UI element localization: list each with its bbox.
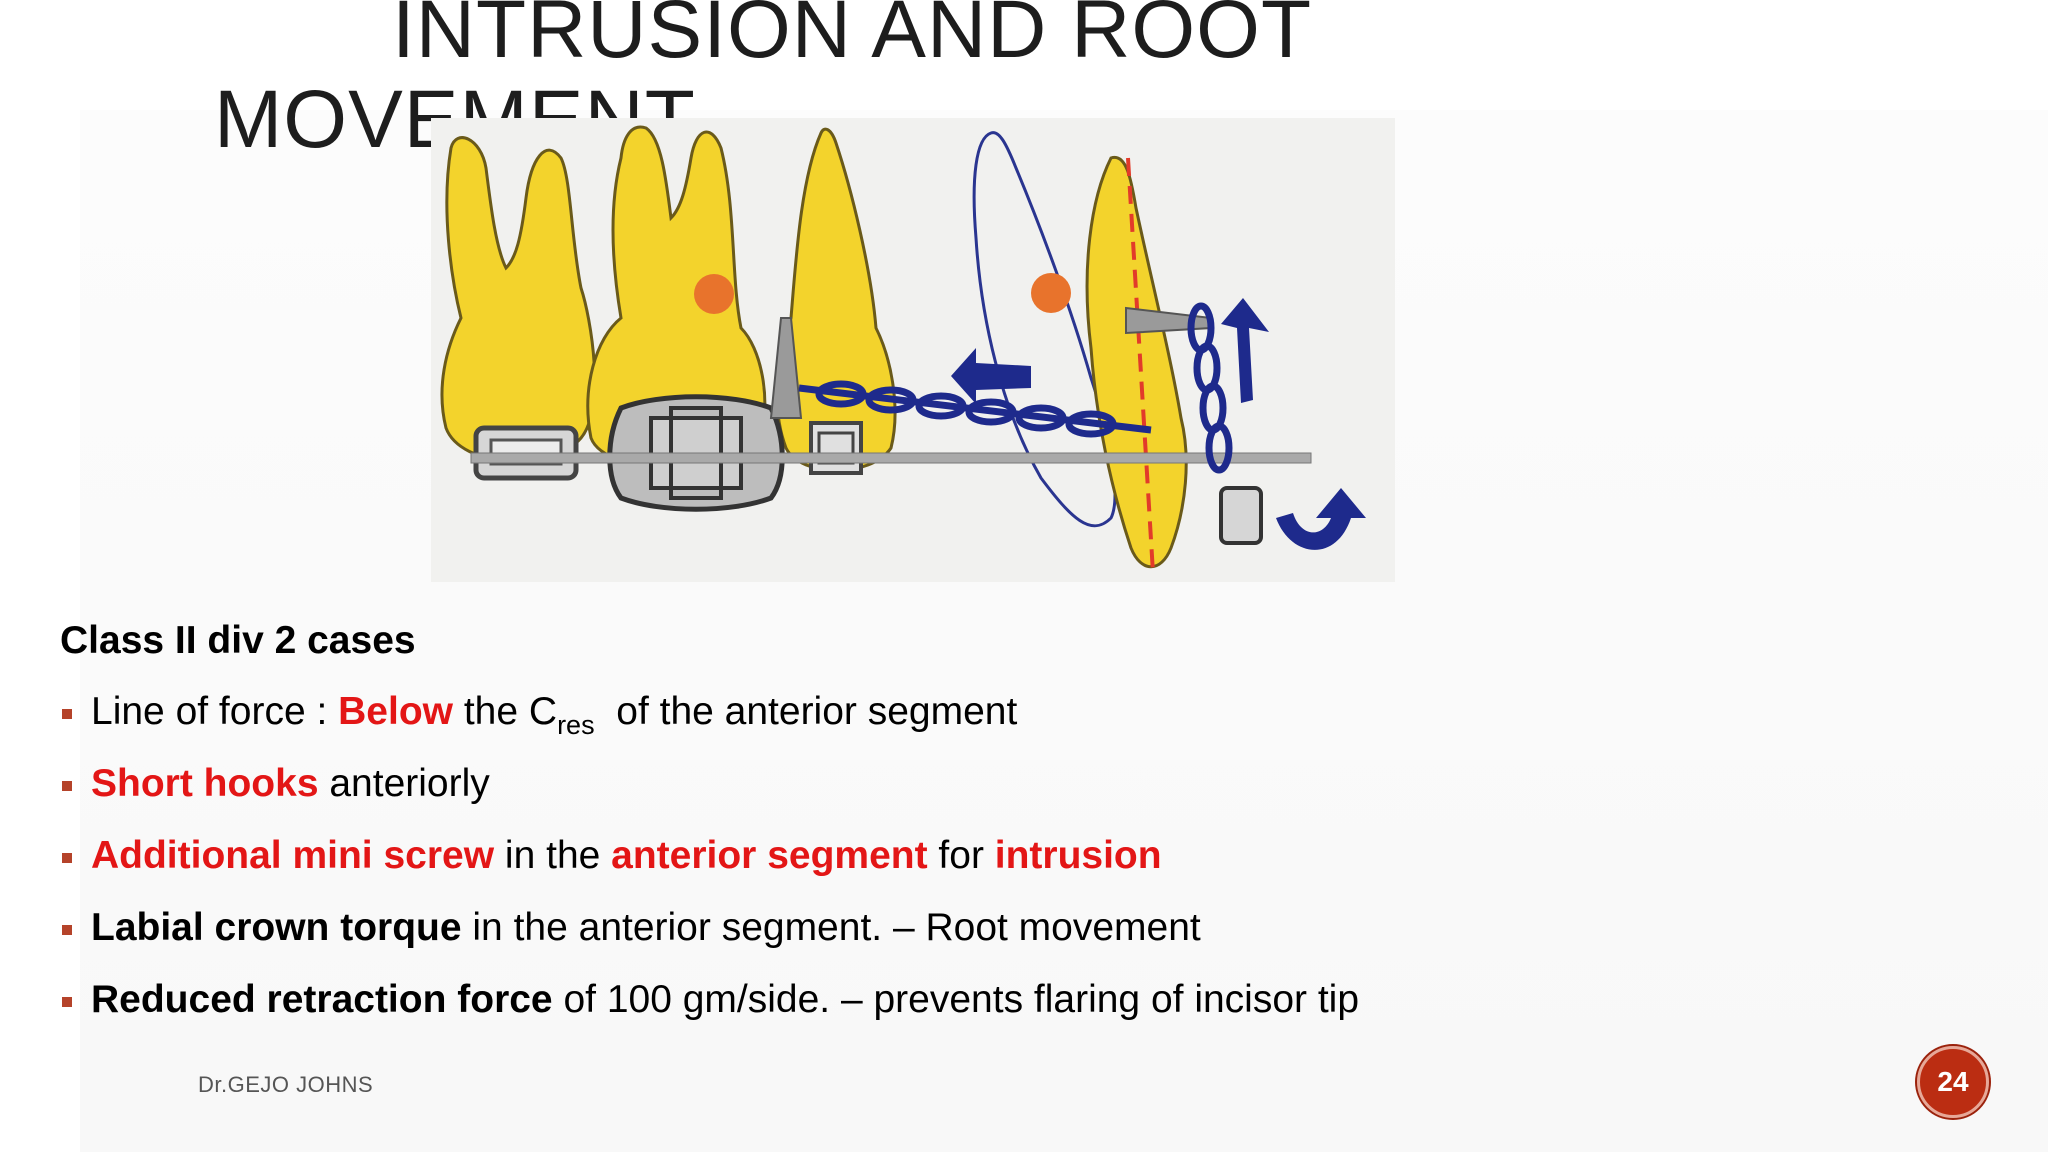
list-item: Additional mini screw in the anterior se… <box>60 828 1359 900</box>
bullet-text: Line of force : <box>91 690 339 733</box>
cres-dot-posterior <box>694 274 734 314</box>
highlight-text: intrusion <box>994 834 1162 877</box>
elastic-chain <box>798 302 1233 474</box>
mini-screw-posterior <box>769 317 803 419</box>
bullet-text: of the anterior segment <box>594 690 1018 733</box>
cres-dot-anterior <box>1031 273 1071 313</box>
bullet-text: for <box>927 834 995 877</box>
highlight-text: Below <box>338 690 453 733</box>
torque-arrow <box>1276 488 1366 550</box>
square-bullet-icon <box>62 853 72 863</box>
list-item: Line of force : Below the Cres of the an… <box>60 684 1359 756</box>
bullet-text: anteriorly <box>318 762 490 805</box>
molar-tooth <box>440 136 597 463</box>
subheading: Class II div 2 cases <box>60 619 416 662</box>
page-number-badge: 24 <box>1917 1046 1989 1118</box>
incisor-long-axis <box>1126 157 1155 574</box>
canine-tooth <box>775 127 897 472</box>
footer-author: Dr.GEJO JOHNS <box>198 1072 374 1097</box>
slide-title-line1: INTRUSION AND ROOT <box>392 0 1313 75</box>
incisor-bracket <box>1219 486 1263 545</box>
list-item: Labial crown torque in the anterior segm… <box>60 900 1359 972</box>
subscript-text: res <box>557 710 595 740</box>
list-item: Reduced retraction force of 100 gm/side.… <box>60 972 1359 1044</box>
square-bullet-icon <box>62 925 72 935</box>
bullet-text: in the <box>494 834 612 877</box>
highlight-text: Additional mini screw <box>91 834 495 877</box>
mini-screw-anterior <box>1125 306 1212 335</box>
bullet-text: the C <box>453 690 558 733</box>
retraction-arrow <box>951 348 1031 404</box>
bold-text: Labial crown torque <box>91 906 462 949</box>
list-item: Short hooks anteriorly <box>60 756 1359 828</box>
square-bullet-icon <box>62 781 72 791</box>
bullet-text: of 100 gm/side. – prevents flaring of in… <box>552 978 1360 1021</box>
archwire <box>470 452 1312 464</box>
square-bullet-icon <box>62 709 72 719</box>
incisor-outline <box>972 131 1117 528</box>
square-bullet-icon <box>62 997 72 1007</box>
premolar-tooth <box>586 125 767 470</box>
intrusion-arrow <box>1221 298 1269 403</box>
incisor-tooth <box>1085 155 1188 569</box>
bullet-list: Line of force : Below the Cres of the an… <box>60 684 1359 1044</box>
highlight-text: anterior segment <box>611 834 928 877</box>
highlight-text: Short hooks <box>91 762 319 805</box>
orthodontic-teeth-diagram <box>431 118 1395 582</box>
bullet-text: in the anterior segment. – Root movement <box>461 906 1201 949</box>
bold-text: Reduced retraction force <box>91 978 553 1021</box>
